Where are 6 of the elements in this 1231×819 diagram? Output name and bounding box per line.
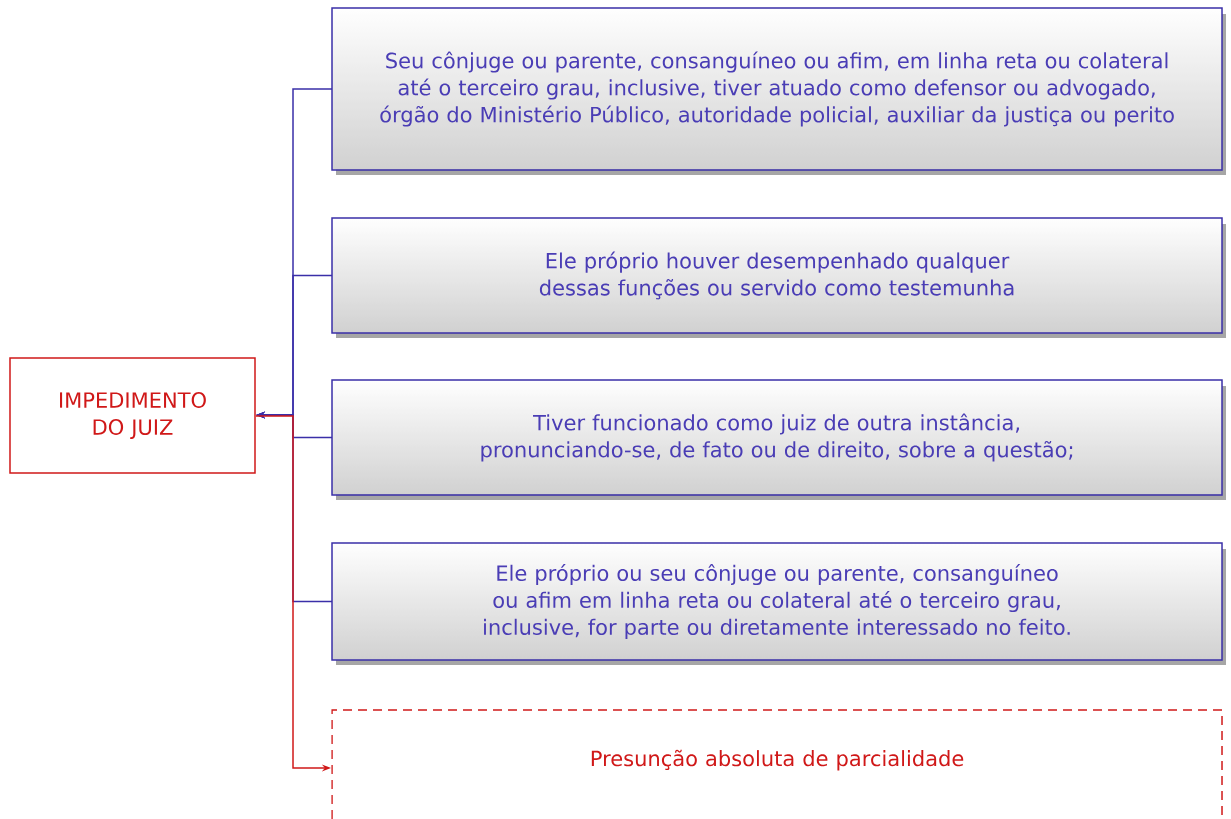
text-box: Seu cônjuge ou parente, consanguíneo ou afim, em linha reta ou colateral até o terceiro grau, inclusive, tiver atuado como defensor ou advogado, órgão do Ministério Público, autoridade policial, auxiliar da justiça ou perito bbox=[331, 7, 1226, 175]
title-box: IMPEDIMENTO DO JUIZ bbox=[9, 357, 256, 474]
text-box: Ele próprio ou seu cônjuge ou parente, consanguíneo ou afim em linha reta ou colateral até o terceiro grau, inclusive, for parte ou diretamente interessado no feito. bbox=[331, 542, 1226, 665]
text-box: Ele próprio houver desempenhado qualquer dessas funções ou servido como testemunha bbox=[331, 217, 1226, 338]
text-box: Tiver funcionado como juiz de outra instância, pronunciando-se, de fato ou de direito, sobre a questão; bbox=[331, 379, 1226, 500]
dashed-box: Presunção absoluta de parcialidade bbox=[331, 709, 1223, 819]
